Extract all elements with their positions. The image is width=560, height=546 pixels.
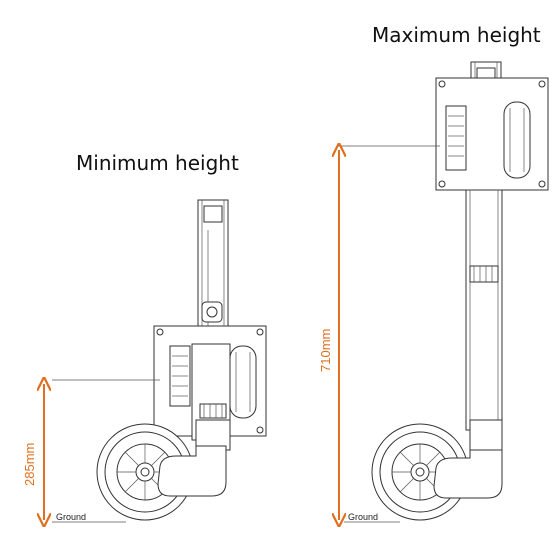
minimum-height-jack <box>96 199 267 521</box>
maximum-height-title: Maximum height <box>372 23 541 47</box>
minimum-height-title: Minimum height <box>76 151 239 175</box>
ground-label-left: Ground <box>56 512 86 522</box>
ground-label-right: Ground <box>348 512 378 522</box>
minimum-height-dimension: 285mm Ground <box>22 380 160 522</box>
maximum-height-dimension: 710mm Ground <box>318 146 440 522</box>
maximum-height-jack <box>371 61 549 521</box>
minimum-height-value: 285mm <box>22 443 37 486</box>
maximum-height-value: 710mm <box>318 329 333 372</box>
